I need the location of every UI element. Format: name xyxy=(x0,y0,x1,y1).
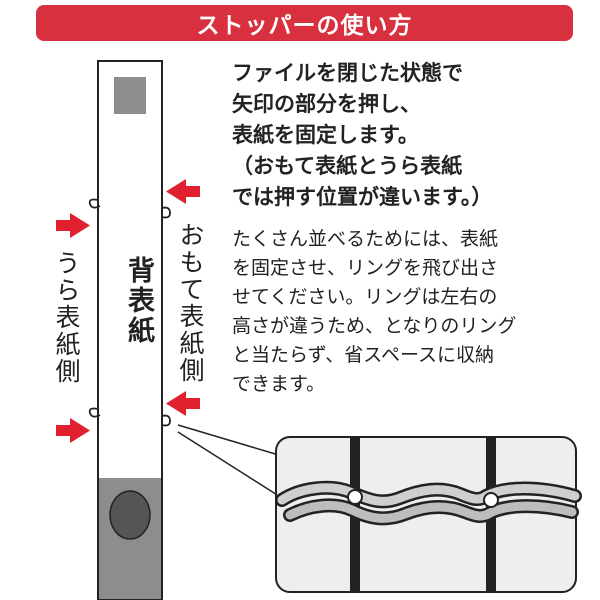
sub-line: と当たらず、省スペースに収納 xyxy=(232,344,495,366)
main-line: （おもて表紙とうら表紙 xyxy=(232,154,463,178)
arrow-back-bottom xyxy=(56,418,90,443)
callout-line-top xyxy=(177,424,283,457)
back-stopper-top xyxy=(88,198,101,209)
header-banner: ストッパーの使い方 xyxy=(36,5,573,41)
main-line: では押す位置が違います。） xyxy=(232,185,493,209)
sub-line: せてください。リングは左右の xyxy=(232,286,498,308)
main-line: 矢印の部分を押し、 xyxy=(232,92,421,116)
header-title: ストッパーの使い方 xyxy=(196,13,413,39)
zoom-detail xyxy=(275,436,582,593)
front-stopper-bottom xyxy=(161,414,171,427)
main-line: 表紙を固定します。 xyxy=(232,123,419,147)
front-stopper-top xyxy=(161,206,171,219)
sub-line: を固定させ、リングを飛び出さ xyxy=(232,257,499,279)
spine-label: 背表紙 xyxy=(123,256,154,346)
sub-instructions: たくさん並べるためには、表紙 を固定させ、リングを飛び出さ せてください。リング… xyxy=(232,225,592,399)
arrow-front-bottom xyxy=(166,391,200,416)
arrow-back-top xyxy=(56,213,90,238)
main-instructions: ファイルを閉じた状態で 矢印の部分を押し、 表紙を固定します。 （おもて表紙とう… xyxy=(232,58,582,213)
front-cover-side-label: おもて表紙側 xyxy=(176,222,205,384)
label-window xyxy=(114,77,146,114)
main-line: ファイルを閉じた状態で xyxy=(232,61,463,85)
sub-line: たくさん並べるためには、表紙 xyxy=(232,228,499,250)
back-stopper-bottom xyxy=(88,407,101,418)
sub-line: できます。 xyxy=(232,373,326,395)
back-cover-side-label: うら表紙側 xyxy=(52,250,81,385)
finger-hole xyxy=(109,490,151,540)
sub-line: 高さが違うため、となりのリング xyxy=(232,315,517,337)
callout-line-bottom xyxy=(177,431,283,499)
arrow-front-top xyxy=(166,179,200,204)
